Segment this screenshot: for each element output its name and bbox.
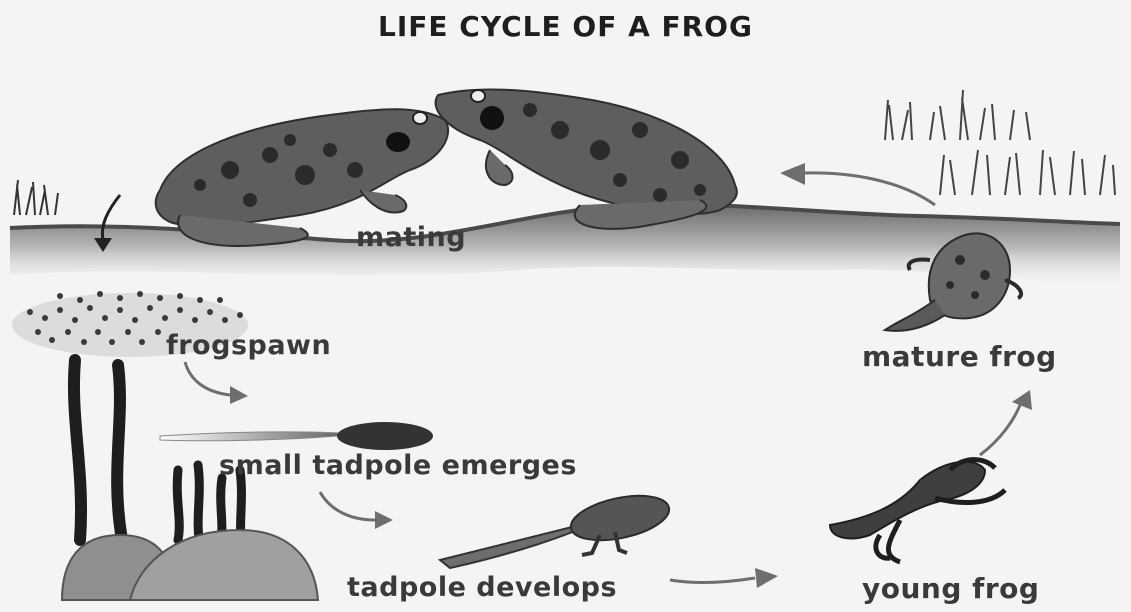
- stage-label-young-frog: young frog: [862, 572, 1039, 605]
- mating-frog-left-eye: [413, 112, 427, 124]
- stage-label-small-tadpole: small tadpole emerges: [219, 450, 577, 481]
- mating-frog-right-eye: [471, 90, 485, 102]
- stage-label-mature-frog: mature frog: [862, 340, 1057, 373]
- diagram-title: LIFE CYCLE OF A FROG: [0, 10, 1131, 43]
- stage-label-mating: mating: [356, 222, 466, 253]
- young-frog: [830, 460, 1005, 562]
- rocks: [62, 530, 318, 600]
- mating-frog-right-mouth: [480, 106, 504, 130]
- stage-label-tadpole-develops: tadpole develops: [347, 572, 617, 603]
- grass-right: [885, 90, 1115, 195]
- water-plants: [74, 360, 242, 545]
- developing-tadpole: [440, 488, 673, 568]
- small-tadpole: [160, 422, 433, 450]
- grass-left: [14, 180, 58, 215]
- mating-frog-left-mouth: [386, 132, 410, 152]
- stage-label-frogspawn: frogspawn: [166, 330, 331, 361]
- mating-frog-right: [436, 89, 737, 228]
